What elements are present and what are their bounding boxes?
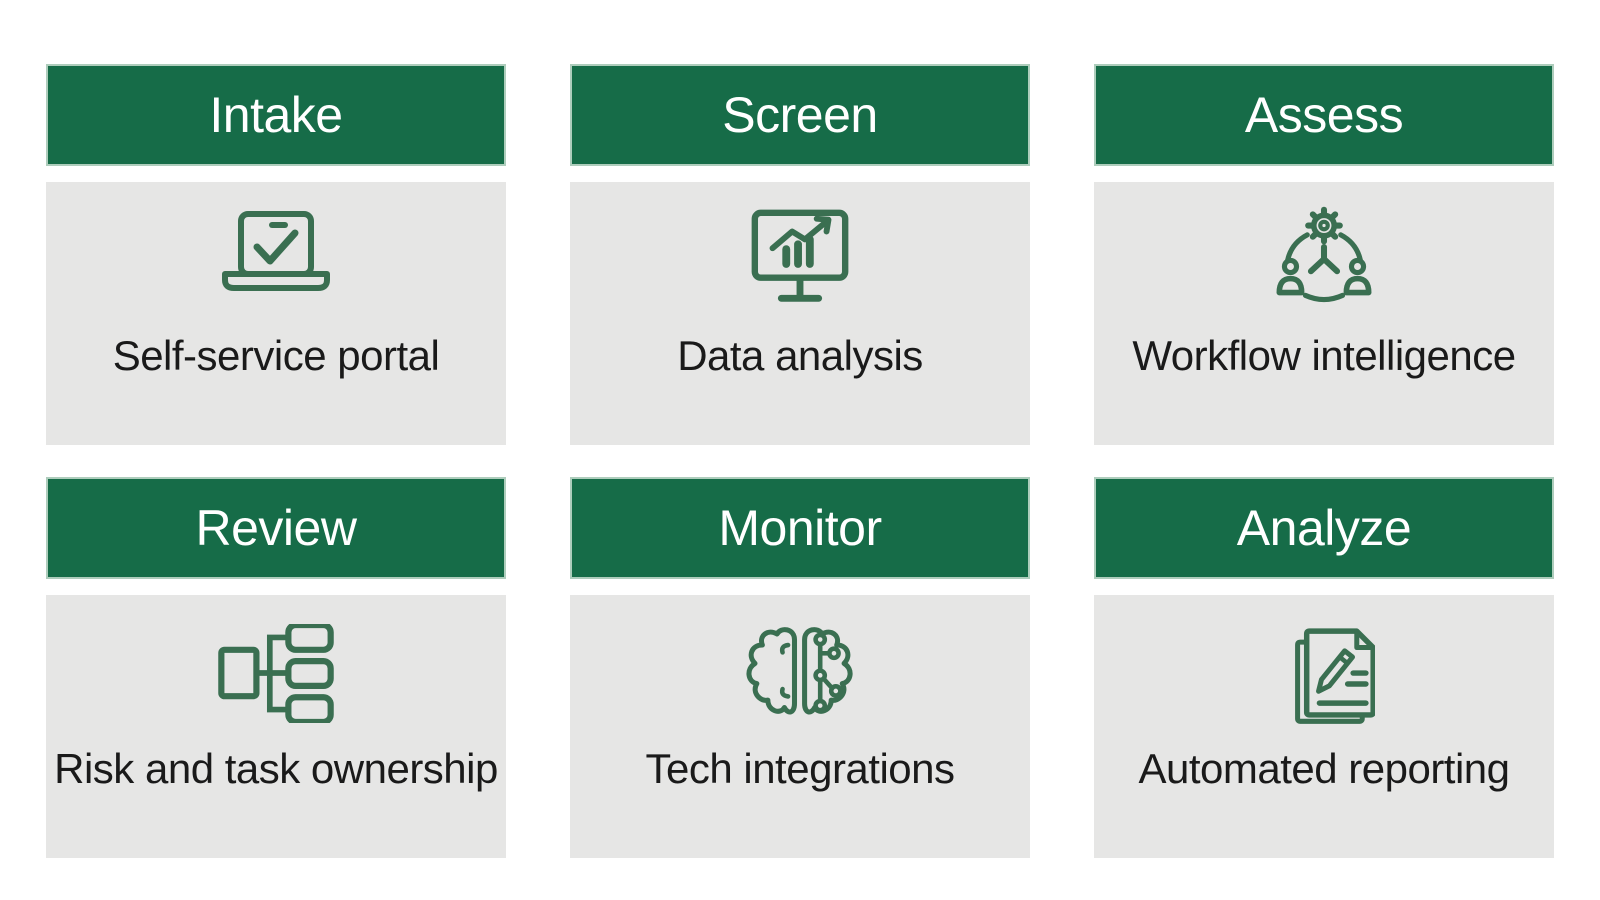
icon-box	[741, 208, 859, 312]
card-label: Automated reporting	[1138, 745, 1510, 792]
icon-box	[1273, 621, 1375, 725]
card-body-analyze: Automated reporting	[1094, 595, 1554, 858]
icon-box	[218, 621, 334, 725]
card-title: Review	[195, 500, 357, 556]
card-body-review: Risk and task ownership	[46, 595, 506, 858]
card-label: Tech integrations	[645, 745, 955, 792]
card-label: Self-service portal	[112, 332, 440, 379]
card-analyze: Analyze Automated reporting	[1094, 477, 1554, 858]
workflow-gear-people-icon	[1276, 206, 1372, 303]
documents-pencil-icon	[1295, 627, 1375, 724]
card-header-review: Review	[46, 477, 506, 579]
card-label: Risk and task ownership	[54, 745, 498, 792]
card-body-assess: Workflow intelligence	[1094, 182, 1554, 445]
card-header-monitor: Monitor	[570, 477, 1030, 579]
card-screen: Screen Data analysis	[570, 64, 1030, 445]
card-label: Workflow intelligence	[1132, 332, 1516, 379]
card-body-intake: Self-service portal	[46, 182, 506, 445]
card-header-assess: Assess	[1094, 64, 1554, 166]
monitor-chart-icon	[751, 209, 849, 302]
icon-box	[743, 621, 857, 725]
card-body-screen: Data analysis	[570, 182, 1030, 445]
card-header-intake: Intake	[46, 64, 506, 166]
card-label: Data analysis	[677, 332, 923, 379]
card-review: Review Risk and task ownership	[46, 477, 506, 858]
icon-box	[215, 208, 337, 312]
card-title: Assess	[1244, 87, 1404, 143]
card-body-monitor: Tech integrations	[570, 595, 1030, 858]
card-header-screen: Screen	[570, 64, 1030, 166]
icon-box	[1268, 206, 1380, 312]
process-row-top: Intake Self-service portal Screen	[46, 64, 1554, 445]
card-title: Analyze	[1236, 500, 1412, 556]
laptop-check-icon	[222, 211, 330, 291]
hierarchy-icon	[218, 623, 334, 723]
ai-brain-icon	[746, 626, 853, 714]
card-title: Intake	[209, 87, 343, 143]
card-intake: Intake Self-service portal	[46, 64, 506, 445]
card-header-analyze: Analyze	[1094, 477, 1554, 579]
process-row-bottom: Review Risk and task ownership Monitor	[46, 477, 1554, 858]
card-title: Monitor	[718, 500, 882, 556]
card-assess: Assess	[1094, 64, 1554, 445]
card-monitor: Monitor Tech integra	[570, 477, 1030, 858]
card-title: Screen	[722, 87, 878, 143]
